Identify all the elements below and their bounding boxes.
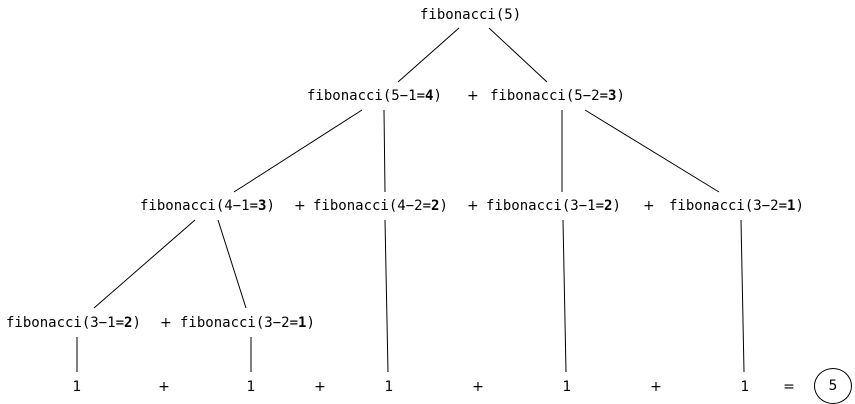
node-result: 1: [298, 315, 307, 331]
node-result: 3: [608, 88, 617, 104]
plus-operator: +: [294, 198, 306, 214]
node-close: ): [306, 315, 315, 331]
node-text: fibonacci(4−2=: [313, 198, 432, 214]
edge-fib1a-leaf: [740, 219, 745, 373]
plus-operator: +: [314, 379, 326, 395]
result-circle: 5: [814, 368, 852, 404]
node-fib-4-minus-2: fibonacci(4−2=2): [313, 198, 448, 214]
result-value: 5: [828, 378, 838, 394]
plus-operator: +: [472, 379, 484, 395]
node-fib-3-minus-2-lower: fibonacci(3−2=1): [180, 315, 315, 331]
leaf-value: 1: [384, 379, 394, 395]
node-text: fibonacci(5−1=: [307, 88, 426, 104]
edge-fib4-right: [383, 109, 386, 193]
node-fib-4-minus-1: fibonacci(4−1=3): [140, 198, 275, 214]
node-fib-5-minus-2: fibonacci(5−2=3): [490, 88, 625, 104]
node-text: fibonacci(5−2=: [490, 88, 609, 104]
node-close: ): [266, 198, 275, 214]
node-text: fibonacci(3−2=: [180, 315, 299, 331]
equals-operator: =: [783, 379, 795, 395]
edge-root-right: [488, 27, 548, 83]
node-close: ): [132, 315, 141, 331]
plus-operator: +: [160, 315, 172, 331]
plus-operator: +: [158, 379, 170, 395]
node-text: fibonacci(3−2=: [669, 198, 788, 214]
node-root: fibonacci(5): [420, 7, 522, 23]
node-text: fibonacci(3−1=: [6, 315, 125, 331]
edge-fib4-left: [233, 109, 363, 193]
edge-fib2a-leaf: [384, 219, 389, 373]
node-fib-3-minus-1-lower: fibonacci(3−1=2): [6, 315, 141, 331]
node-result: 3: [258, 198, 267, 214]
edge-fib3-right: [584, 109, 720, 193]
leaf-value: 1: [740, 379, 750, 395]
node-result: 2: [431, 198, 440, 214]
edge-fib3a-left: [93, 219, 196, 309]
edge-root-left: [397, 27, 460, 83]
node-result: 1: [787, 198, 796, 214]
node-close: ): [433, 88, 442, 104]
node-close: ): [795, 198, 804, 214]
plus-operator: +: [643, 198, 655, 214]
node-result: 2: [604, 198, 613, 214]
node-close: ): [439, 198, 448, 214]
node-result: 2: [124, 315, 133, 331]
node-result: 4: [425, 88, 434, 104]
node-text: fibonacci(3−1=: [486, 198, 605, 214]
node-text: fibonacci(4−1=: [140, 198, 259, 214]
leaf-value: 1: [72, 379, 82, 395]
node-fib-3-minus-2: fibonacci(3−2=1): [669, 198, 804, 214]
node-close: ): [616, 88, 625, 104]
edge-fib3a-right: [217, 219, 247, 309]
leaf-value: 1: [562, 379, 572, 395]
plus-operator: +: [467, 198, 479, 214]
node-close: ): [612, 198, 621, 214]
plus-operator: +: [650, 379, 662, 395]
leaf-value: 1: [246, 379, 256, 395]
plus-operator: +: [467, 88, 479, 104]
node-fib-3-minus-1: fibonacci(3−1=2): [486, 198, 621, 214]
node-fib-5-minus-1: fibonacci(5−1=4): [307, 88, 442, 104]
edge-fib2b-leaf: [562, 219, 567, 373]
